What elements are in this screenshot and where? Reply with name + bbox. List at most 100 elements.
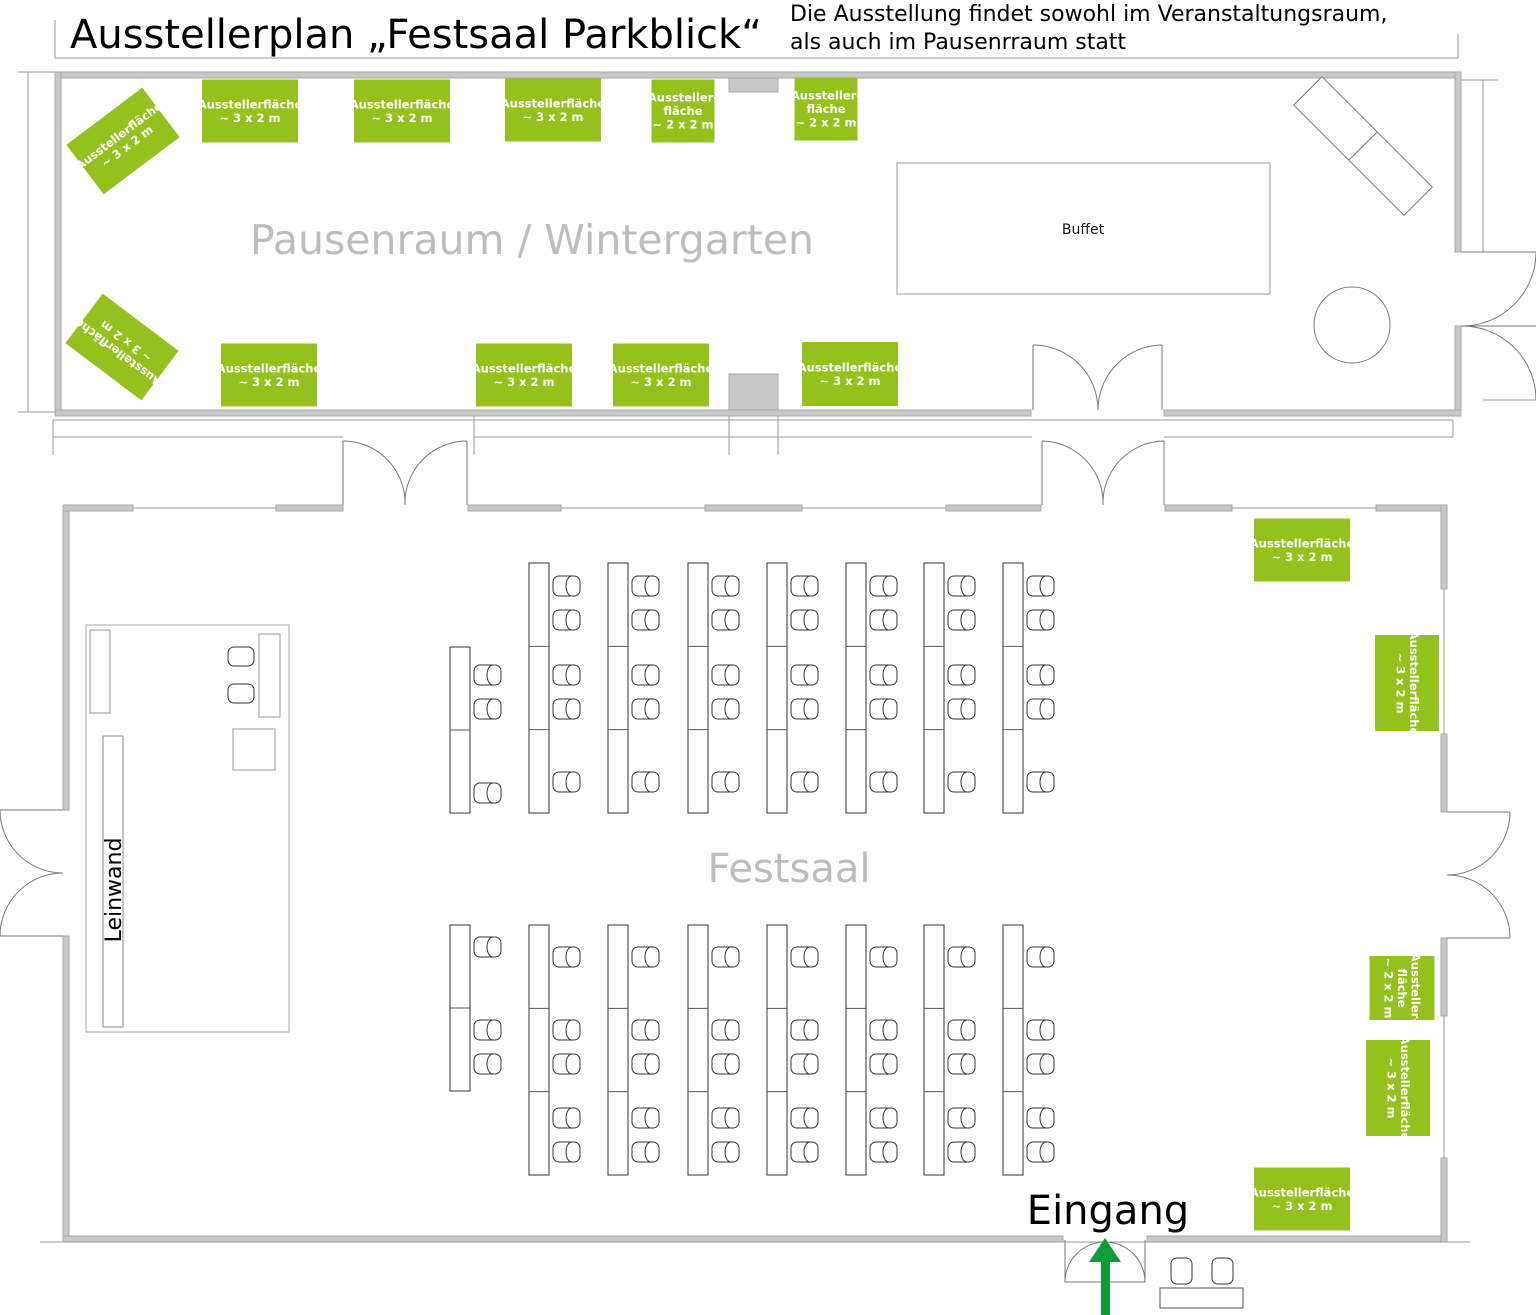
- festsaal-walls: [40, 504, 1470, 1243]
- chair: [1026, 698, 1055, 720]
- chair: [473, 1019, 502, 1041]
- booth-label: ~ 3 x 2 m: [1393, 652, 1407, 713]
- exhibitor-booth[interactable]: Ausstellerfläche~ 3 x 2 m: [1366, 1036, 1430, 1141]
- exhibitor-booth[interactable]: Ausstellerfläche~ 3 x 2 m: [501, 78, 606, 142]
- screen: [102, 735, 124, 1028]
- booth-label: Ausstellerfläche: [198, 97, 303, 111]
- lounge-bench: [1292, 75, 1434, 217]
- table: [449, 646, 471, 814]
- chair: [711, 1019, 740, 1041]
- chair: [473, 664, 502, 686]
- chair: [790, 946, 819, 968]
- chair: [1026, 946, 1055, 968]
- exhibitor-booth[interactable]: Aussteller-fläche~ 2 x 2 m: [791, 77, 861, 141]
- chair: [947, 1019, 976, 1041]
- chair: [1026, 1019, 1055, 1041]
- chair: [711, 609, 740, 631]
- reception-desk: [1159, 1257, 1244, 1309]
- chair: [869, 1019, 898, 1041]
- chair: [947, 664, 976, 686]
- exhibitor-booth[interactable]: Ausstellerfläche~ 3 x 2 m: [472, 343, 577, 407]
- chair: [790, 664, 819, 686]
- buffet-table: Buffet: [896, 162, 1271, 295]
- seating-area: [449, 562, 1055, 1176]
- chair: [790, 1053, 819, 1075]
- chair: [869, 771, 898, 793]
- chair: [552, 771, 581, 793]
- round-table: [1313, 286, 1391, 364]
- table: [766, 562, 788, 814]
- chair: [473, 698, 502, 720]
- chair: [1026, 664, 1055, 686]
- booth-label: Ausstellerfläche: [501, 96, 606, 110]
- chair: [947, 1107, 976, 1129]
- chair: [1026, 575, 1055, 597]
- chair: [1026, 771, 1055, 793]
- chair: [711, 1141, 740, 1163]
- chair: [711, 946, 740, 968]
- chair: [790, 575, 819, 597]
- chair: [947, 698, 976, 720]
- table: [766, 924, 788, 1176]
- exhibitor-booth[interactable]: Aussteller-fläche~ 2 x 2 m: [648, 79, 718, 143]
- booth-label: Aussteller-: [1409, 953, 1423, 1023]
- table: [845, 924, 867, 1176]
- chair: [947, 1053, 976, 1075]
- exhibitor-booth[interactable]: Ausstellerfläche~ 3 x 2 m: [609, 343, 714, 407]
- table: [1002, 562, 1024, 814]
- exhibitor-booth[interactable]: Ausstellerfläche~ 3 x 2 m: [1375, 631, 1439, 736]
- chair: [790, 1019, 819, 1041]
- table: [845, 562, 867, 814]
- booth-label: Ausstellerfläche: [1250, 536, 1355, 550]
- exhibitor-booth[interactable]: Ausstellerfläche~ 3 x 2 m: [217, 343, 322, 407]
- exhibitor-booth[interactable]: Ausstellerfläche~ 3 x 2 m: [198, 79, 303, 143]
- exhibitor-booth[interactable]: Ausstellerfläche~ 3 x 2 m: [798, 342, 903, 406]
- booth-label: Ausstellerfläche: [217, 361, 322, 375]
- chair: [631, 1141, 660, 1163]
- exhibitor-booth[interactable]: Ausstellerfläche~ 3 x 2 m: [61, 291, 182, 404]
- chair: [790, 1107, 819, 1129]
- exhibitor-booth[interactable]: Ausstellerfläche~ 3 x 2 m: [350, 79, 455, 143]
- table: [923, 924, 945, 1176]
- exhibitor-booth[interactable]: Aussteller-fläche~ 2 x 2 m: [1369, 953, 1435, 1023]
- booth-label: Ausstellerfläche: [609, 361, 714, 375]
- booth-label: ~ 3 x 2 m: [819, 374, 880, 388]
- chair: [1026, 1053, 1055, 1075]
- booth-label: ~ 3 x 2 m: [371, 111, 432, 125]
- chair: [790, 771, 819, 793]
- booth-label: ~ 3 x 2 m: [238, 375, 299, 389]
- chair: [711, 1107, 740, 1129]
- plan-note-line-1: Die Ausstellung findet sowohl im Veranst…: [790, 2, 1387, 27]
- chair: [869, 698, 898, 720]
- buffet-label: Buffet: [1062, 222, 1105, 238]
- table: [449, 924, 471, 1092]
- chair: [1026, 609, 1055, 631]
- table: [923, 562, 945, 814]
- table: [607, 562, 629, 814]
- booth-label: Ausstellerfläche: [1250, 1185, 1355, 1199]
- chair: [552, 1107, 581, 1129]
- pausenraum-walls: [18, 71, 1536, 455]
- chair: [631, 609, 660, 631]
- chair: [552, 946, 581, 968]
- chair: [552, 1053, 581, 1075]
- exhibitor-booth[interactable]: Ausstellerfläche~ 3 x 2 m: [63, 85, 184, 198]
- table: [687, 924, 709, 1176]
- booth-label: ~ 3 x 2 m: [630, 375, 691, 389]
- entrance-arrow-icon: [1089, 1238, 1121, 1315]
- exhibitor-booth[interactable]: Ausstellerfläche~ 3 x 2 m: [1250, 518, 1355, 582]
- booth-label: ~ 2 x 2 m: [1382, 957, 1396, 1018]
- booth-label: ~ 2 x 2 m: [795, 116, 856, 130]
- chair: [947, 771, 976, 793]
- booth-label: Ausstellerfläche: [798, 360, 903, 374]
- exhibitor-booth[interactable]: Ausstellerfläche~ 3 x 2 m: [1250, 1167, 1355, 1231]
- chair: [552, 609, 581, 631]
- booth-label: ~ 3 x 2 m: [219, 111, 280, 125]
- table: [687, 562, 709, 814]
- chair: [711, 664, 740, 686]
- chair: [631, 575, 660, 597]
- chair: [631, 1053, 660, 1075]
- chair: [869, 575, 898, 597]
- chair: [631, 698, 660, 720]
